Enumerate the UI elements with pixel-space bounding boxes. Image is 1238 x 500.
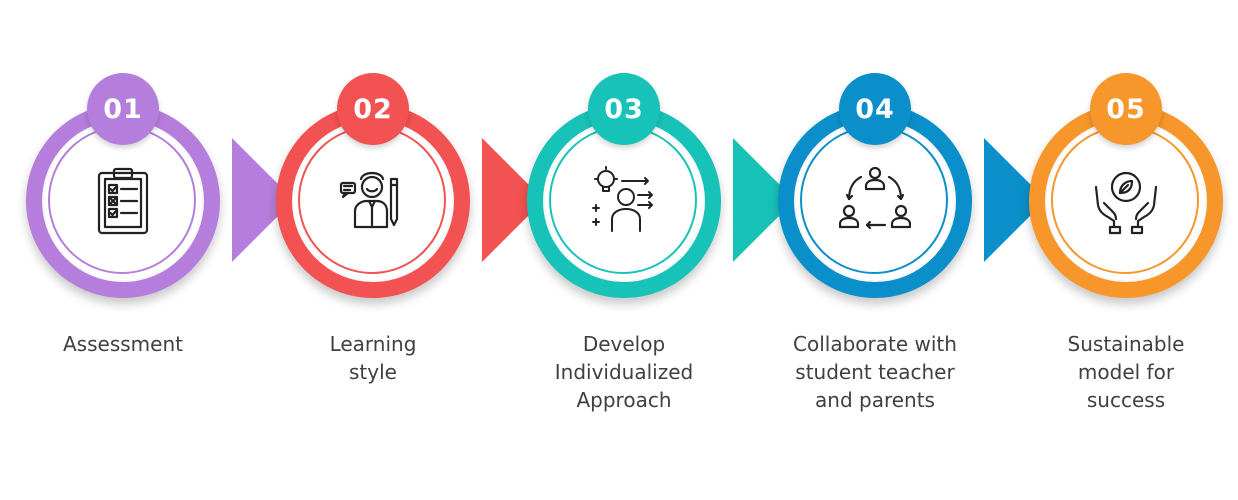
- student-pencil-icon: [339, 171, 399, 229]
- clipboard-checklist-icon: [97, 167, 149, 235]
- step-3-inner-circle: [543, 120, 705, 282]
- step-1-number-badge: 01: [87, 73, 159, 145]
- hands-leaf-icon: [1094, 171, 1158, 235]
- idea-person-arrows-icon: [592, 166, 653, 232]
- people-cycle-icon: [839, 166, 911, 230]
- step-2-ring: [276, 104, 470, 298]
- step-1-label: Assessment: [63, 332, 183, 356]
- step-5-number-badge: 05: [1090, 73, 1162, 145]
- step-4-ring: [778, 104, 972, 298]
- step-2-inner-circle: [292, 120, 454, 282]
- step-1-inner-circle: [42, 120, 204, 282]
- step-4-label: Collaborate with student teacher and par…: [793, 332, 957, 412]
- step-3-number-badge: 03: [588, 73, 660, 145]
- step-5-label: Sustainable model for success: [1067, 332, 1185, 412]
- step-3-ring: [527, 104, 721, 298]
- step-4-inner-circle: [794, 120, 956, 282]
- step-2-label: Learning style: [329, 332, 417, 384]
- step-3-label: Develop Individualized Approach: [554, 332, 694, 412]
- step-2-number-badge: 02: [337, 73, 409, 145]
- step-4-number-badge: 04: [839, 73, 911, 145]
